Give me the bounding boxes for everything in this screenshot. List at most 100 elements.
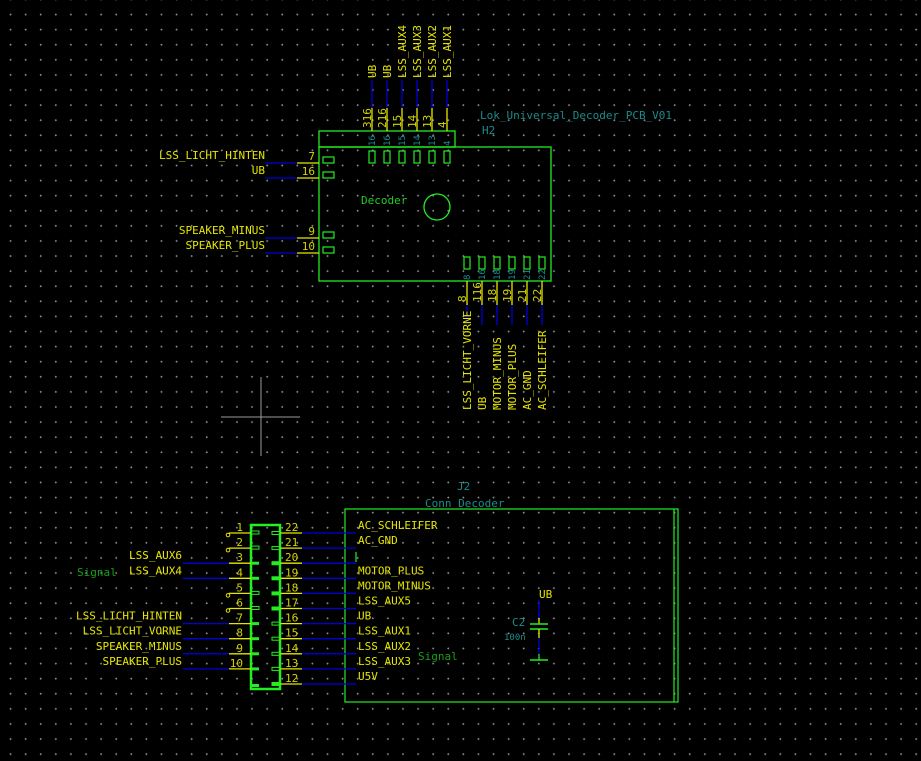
net-label: LSS_AUX5 — [358, 595, 411, 608]
net-label: LSS_AUX1 — [358, 625, 411, 638]
connector-right-pin[interactable]: 19 MOTOR_PLUS — [271, 564, 424, 581]
net-label: MOTOR_PLUS — [358, 564, 424, 577]
unconnected-pin-circle — [225, 532, 231, 538]
pcb-bottom-pins: 88LSS_LICHT_VORNE16116UB1818MOTOR_MINUS1… — [456, 256, 549, 410]
pad-outline — [428, 150, 436, 164]
pin-number: 20 — [285, 551, 298, 564]
pcb-symbol-body — [318, 146, 552, 282]
net-label: LSS_AUX2 — [358, 640, 411, 653]
pin-number: 8 — [456, 295, 469, 302]
net-label: LSS_AUX1 — [441, 25, 454, 78]
pin-number: 16 — [285, 612, 298, 625]
net-label: UB — [366, 64, 379, 78]
pad-outline — [493, 256, 501, 270]
pad-outline — [322, 171, 335, 179]
pin-stub — [251, 622, 259, 626]
net-label: LSS_AUX3 — [358, 655, 411, 668]
capacitor-c2[interactable]: UB C2 100n — [504, 588, 553, 661]
pin-number: 16 — [302, 165, 315, 178]
pad-outline — [443, 150, 451, 164]
signal-label-left: Signal — [77, 566, 117, 579]
pin-number: 18 — [285, 581, 298, 594]
signal-label-right: Signal — [418, 650, 458, 663]
unconnected-pin-circle — [225, 608, 231, 613]
pin-stub — [251, 637, 259, 641]
connector-right-pin[interactable]: 15 LSS_AUX1 — [271, 625, 411, 641]
pin-number: 10 — [302, 240, 315, 253]
pin-stub — [271, 561, 281, 566]
pin-number: 15 — [285, 627, 298, 640]
pin-number: 9 — [236, 642, 243, 655]
connector-right-pin[interactable]: 20 — [271, 551, 356, 566]
connector-left-pin[interactable]: 1 — [225, 521, 260, 538]
connector-left-pin[interactable]: 6 — [225, 597, 260, 613]
pad-number: 14 — [413, 135, 423, 146]
pin-number: 6 — [236, 597, 243, 610]
net-label: U5V — [358, 670, 378, 683]
pin-stub — [271, 636, 281, 641]
pin-number: 7 — [236, 612, 243, 625]
pad-outline — [463, 256, 471, 270]
pad-outline — [523, 256, 531, 270]
connector-left-pin[interactable]: 5 — [225, 581, 260, 598]
net-label: UB — [476, 396, 489, 410]
pin-number: 316 — [361, 108, 374, 128]
net-label: SPEAKER_PLUS — [186, 239, 265, 252]
pad-outline — [413, 150, 421, 164]
connector-j2[interactable]: J2 Conn_Decoder 123LSS_AUX64LSS_AUX4567L… — [76, 480, 679, 703]
pin-stub — [250, 545, 260, 550]
pad-outline — [322, 156, 335, 164]
pin-stub — [251, 561, 259, 565]
net-label: LSS_AUX2 — [426, 25, 439, 78]
pin-stub — [271, 682, 281, 686]
pin-number: 19 — [285, 566, 298, 579]
pin-number: 22 — [285, 521, 298, 534]
pin-number: 22 — [531, 289, 544, 302]
connector-left-pin[interactable]: 7 LSS_LICHT_HINTEN — [76, 610, 259, 626]
pcb-symbol-h2[interactable]: Decoder Lok_Universal_Decoder_PCB_V01 H2… — [159, 25, 672, 410]
net-label: AC_GND — [521, 370, 534, 410]
connector-left-pin[interactable]: 2 — [225, 536, 260, 553]
net-label: MOTOR_PLUS — [506, 344, 519, 410]
crosshair-cursor — [221, 377, 300, 456]
pcb-center-text: Decoder — [361, 194, 408, 207]
net-label: LSS_LICHT_HINTEN — [76, 610, 182, 623]
net-label: SPEAKER_PLUS — [103, 655, 182, 668]
net-label: LSS_LICHT_VORNE — [461, 311, 474, 410]
pin-stub — [271, 606, 281, 611]
net-label: AC_SCHLEIFER — [536, 330, 549, 410]
pad-outline — [322, 246, 335, 254]
pcb-left-pin[interactable]: SPEAKER_PLUS 10 — [186, 239, 335, 254]
pad-outline — [478, 256, 486, 270]
